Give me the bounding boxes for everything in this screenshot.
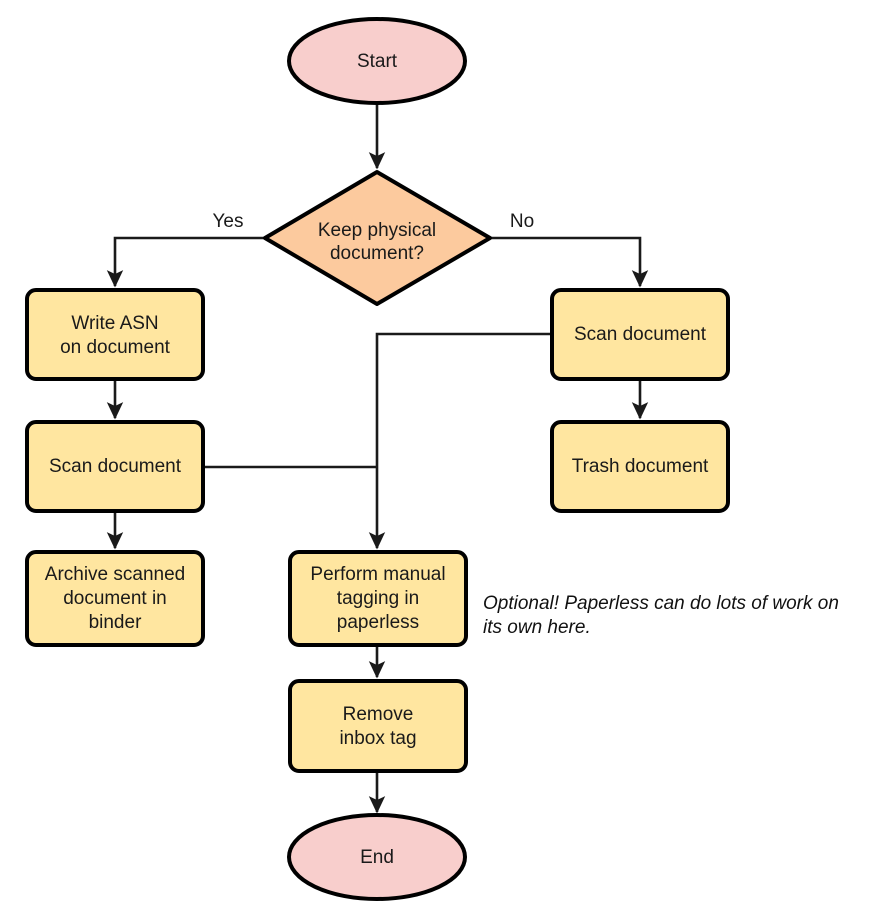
- edge-label-no: No: [510, 211, 534, 232]
- annotation-optional-note: Optional! Paperless can do lots of work …: [483, 593, 839, 638]
- write-asn-box-shape: [25, 288, 205, 381]
- write-asn-label-line2: on document: [60, 337, 171, 358]
- remove-inbox-tag-box-shape: [288, 679, 468, 773]
- node-write-asn-on-document[interactable]: Write ASN on document: [25, 288, 205, 381]
- trash-document-label: Trash document: [572, 456, 709, 477]
- archive-label-line3: binder: [89, 612, 142, 633]
- decision-label-line2: document?: [330, 243, 424, 264]
- edge-label-yes: Yes: [213, 211, 244, 232]
- start-ellipse-shape: [287, 17, 467, 105]
- optional-note-line2: its own here.: [483, 617, 591, 638]
- optional-note-line1: Optional! Paperless can do lots of work …: [483, 593, 839, 614]
- tagging-label-line2: tagging in: [337, 588, 419, 609]
- write-asn-label-line1: Write ASN: [71, 313, 158, 334]
- node-end[interactable]: End: [287, 813, 467, 901]
- archive-label-line1: Archive scanned: [45, 564, 185, 585]
- scan-document-right-box-shape: [550, 288, 730, 381]
- node-remove-inbox-tag[interactable]: Remove inbox tag: [288, 679, 468, 773]
- node-perform-manual-tagging[interactable]: Perform manual tagging in paperless: [288, 550, 468, 647]
- decision-diamond-shape: [263, 170, 492, 306]
- remove-inbox-label-line1: Remove: [343, 704, 414, 725]
- edge-decision-no-to-scan-right: [490, 236, 649, 288]
- node-scan-document-right[interactable]: Scan document: [550, 288, 730, 381]
- scan-document-left-label: Scan document: [49, 456, 182, 477]
- tagging-label-line1: Perform manual: [310, 564, 445, 585]
- remove-inbox-label-line2: inbox tag: [339, 728, 416, 749]
- edge-scan-right-to-tagging: [368, 332, 552, 550]
- tagging-label-line3: paperless: [337, 612, 419, 633]
- archive-label-line2: document in: [63, 588, 167, 609]
- node-decision-keep-physical-document[interactable]: Keep physical document?: [263, 170, 492, 306]
- archive-box-shape: [25, 550, 205, 647]
- scan-document-right-label: Scan document: [574, 324, 707, 345]
- node-start[interactable]: Start: [287, 17, 467, 105]
- trash-document-box-shape: [550, 420, 730, 513]
- scan-document-left-box-shape: [25, 420, 205, 513]
- tagging-box-shape: [288, 550, 468, 647]
- end-ellipse-shape: [287, 813, 467, 901]
- node-archive-scanned-document[interactable]: Archive scanned document in binder: [25, 550, 205, 647]
- node-trash-document[interactable]: Trash document: [550, 420, 730, 513]
- decision-label-line1: Keep physical: [318, 220, 436, 241]
- edge-decision-yes-to-write-asn: [106, 236, 265, 288]
- end-label: End: [360, 847, 394, 868]
- node-scan-document-left[interactable]: Scan document: [25, 420, 205, 513]
- start-label: Start: [357, 51, 398, 72]
